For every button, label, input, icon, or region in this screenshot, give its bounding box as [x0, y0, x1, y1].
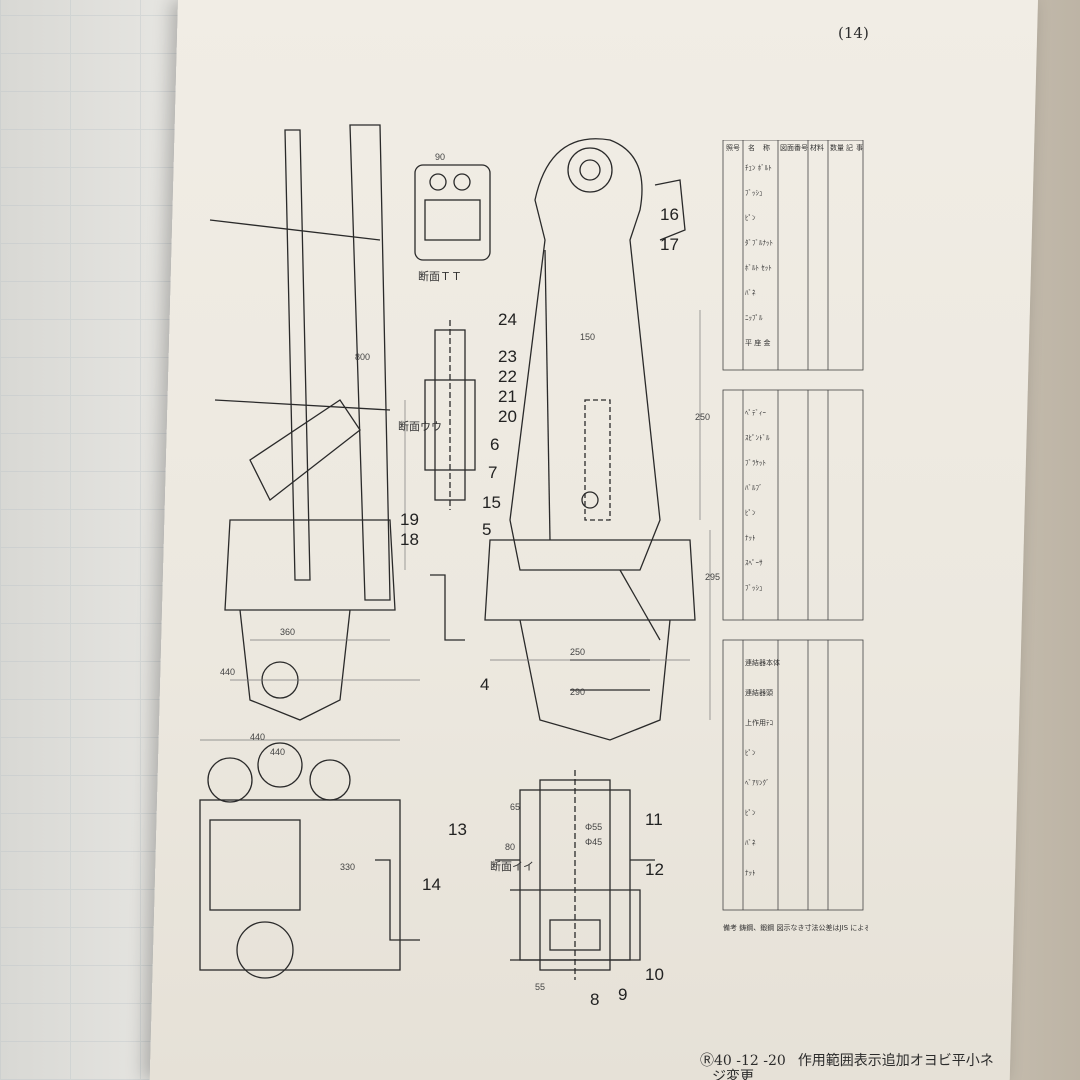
- part-label: 11: [645, 810, 663, 829]
- part-label: 5: [482, 520, 491, 539]
- dimension-text: 80: [505, 842, 515, 852]
- dimension-text: Φ55: [585, 822, 602, 832]
- part-label: 19: [400, 510, 419, 529]
- part-label: 13: [448, 820, 467, 839]
- part-callouts: 24 23 22 21 20 6 7 15 19 18 5 4 16 17 11…: [400, 205, 679, 1009]
- table-header: 数量: [830, 143, 844, 152]
- parts-list-tables: 照号 名 称 図面番号 材料 数量 記 事 ﾁｪﾝ ﾎﾞﾙﾄ ﾌﾞｯｼｭ ﾋﾟﾝ…: [722, 140, 868, 932]
- table-rows-lower: 連結器本体 連結器頭 上作用ﾃｺ ﾋﾟﾝ ﾍﾞｱﾘﾝｸﾞ ﾋﾟﾝ ﾊﾞﾈ ﾅｯﾄ: [745, 658, 780, 877]
- table-cell: ﾊﾞﾈ: [745, 289, 756, 297]
- table-headers: 照号 名 称 図面番号 材料 数量 記 事: [726, 143, 863, 152]
- table-cell: ﾊﾞﾈ: [745, 839, 756, 847]
- table-header: 事: [856, 143, 863, 152]
- dimension-text: 250: [695, 412, 710, 422]
- dimension-text: 800: [355, 352, 370, 362]
- dimension-text: 295: [705, 572, 720, 582]
- table-header: 称: [763, 143, 770, 152]
- drawing-linework: [199, 124, 696, 980]
- table-cell: ﾆｯﾌﾟﾙ: [745, 314, 763, 322]
- table-cell: ﾅｯﾄ: [745, 534, 756, 542]
- table-cell: 上作用ﾃｺ: [745, 718, 773, 727]
- table-rows-middle: ﾍﾟﾃﾞｨｰ ｽﾋﾟﾝﾄﾞﾙ ﾌﾞﾗｹｯﾄ ﾊﾞﾙﾌﾞ ﾋﾟﾝ ﾅｯﾄ ｽﾍﾟｰ…: [745, 409, 770, 592]
- part-label: 17: [660, 235, 679, 254]
- table-grid: [722, 140, 864, 911]
- part-label: 16: [660, 205, 679, 224]
- dimension-values: 800 440 360 250 290 295 250 150 330 440 …: [220, 152, 720, 992]
- revision-text: 作用範囲表示追加オヨビ平小ネ: [797, 1053, 994, 1069]
- part-label: 10: [645, 965, 664, 984]
- part-label: 24: [498, 310, 517, 329]
- revision-caption-line2: ジ変更: [712, 1069, 754, 1080]
- table-cell: ﾋﾟﾝ: [745, 809, 756, 817]
- dimension-text: 65: [510, 802, 520, 812]
- table-header: 材料: [810, 143, 824, 152]
- table-cell: ﾋﾟﾝ: [745, 509, 756, 517]
- table-cell: ﾋﾟﾝ: [745, 214, 756, 222]
- dimension-text: 440: [270, 747, 285, 757]
- table-cell: ﾍﾟﾃﾞｨｰ: [745, 409, 766, 417]
- part-label: 14: [422, 875, 441, 894]
- table-cell: 連結器本体: [745, 658, 780, 667]
- table-cell: ﾋﾟﾝ: [745, 749, 756, 757]
- part-label: 7: [488, 463, 497, 482]
- table-cell: ﾅｯﾄ: [745, 869, 756, 877]
- dimension-text: 440: [220, 667, 235, 677]
- part-label: 6: [490, 435, 499, 454]
- table-cell: ﾌﾞｯｼｭ: [745, 189, 763, 197]
- table-header: 名: [748, 143, 755, 152]
- part-label: 18: [400, 530, 419, 549]
- dimension-text: 55: [535, 982, 545, 992]
- table-cell: ﾌﾞｯｼｭ: [745, 584, 763, 592]
- table-cell: ﾊﾞﾙﾌﾞ: [745, 484, 763, 492]
- dimension-text: 360: [280, 627, 295, 637]
- dimension-text: Φ45: [585, 837, 602, 847]
- table-rows-upper: ﾁｪﾝ ﾎﾞﾙﾄ ﾌﾞｯｼｭ ﾋﾟﾝ ﾀﾞﾌﾞﾙﾅｯﾄ ﾎﾞﾙﾄ ｾｯﾄ ﾊﾞﾈ…: [745, 164, 773, 347]
- page-number: (14): [838, 24, 869, 42]
- table-cell: ﾀﾞﾌﾞﾙﾅｯﾄ: [745, 239, 773, 247]
- part-label: 9: [618, 985, 627, 1004]
- dimension-text: 440: [250, 732, 265, 742]
- table-cell: 平 座 金: [745, 338, 770, 347]
- part-label: 15: [482, 493, 501, 512]
- table-cell: ｽﾋﾟﾝﾄﾞﾙ: [745, 434, 770, 442]
- table-note: 備考 鋳鋼、鍛鋼 図示なき寸法公差はJIS による: [723, 923, 868, 932]
- part-label: 4: [480, 675, 489, 694]
- engineering-drawing: 断面ＴＴ 断面ウウ 断面イイ 24 23 22 21 20 6 7 15 19 …: [199, 124, 720, 1009]
- table-header: 記: [846, 143, 853, 152]
- dimension-text: 90: [435, 152, 445, 162]
- dimension-text: 290: [570, 687, 585, 697]
- dimension-text: 150: [580, 332, 595, 342]
- dimension-text: 250: [570, 647, 585, 657]
- section-label-uu: 断面ウウ: [398, 419, 442, 433]
- revision-caption: Ⓡ40 -12 -20 作用範囲表示追加オヨビ平小ネ: [700, 1050, 994, 1070]
- part-label: 12: [645, 860, 664, 879]
- part-label: 21: [498, 387, 517, 406]
- section-label-tt: 断面ＴＴ: [418, 269, 462, 283]
- table-header: 照号: [726, 144, 740, 152]
- part-label: 8: [590, 990, 599, 1009]
- part-label: 23: [498, 347, 517, 366]
- dimension-text: 330: [340, 862, 355, 872]
- table-cell: ﾁｪﾝ ﾎﾞﾙﾄ: [745, 164, 772, 172]
- table-header: 図面番号: [780, 144, 808, 152]
- table-cell: ﾎﾞﾙﾄ ｾｯﾄ: [745, 264, 772, 272]
- table-cell: ﾍﾞｱﾘﾝｸﾞ: [745, 779, 770, 787]
- revision-stamp: Ⓡ40 -12 -20: [700, 1053, 786, 1069]
- part-label: 22: [498, 367, 517, 386]
- table-cell: ﾌﾞﾗｹｯﾄ: [745, 459, 766, 467]
- section-label-ii: 断面イイ: [490, 859, 534, 873]
- table-cell: 連結器頭: [745, 688, 773, 697]
- dimension-lines: [200, 310, 711, 741]
- part-label: 20: [498, 407, 517, 426]
- table-cell: ｽﾍﾟｰｻ: [745, 559, 763, 567]
